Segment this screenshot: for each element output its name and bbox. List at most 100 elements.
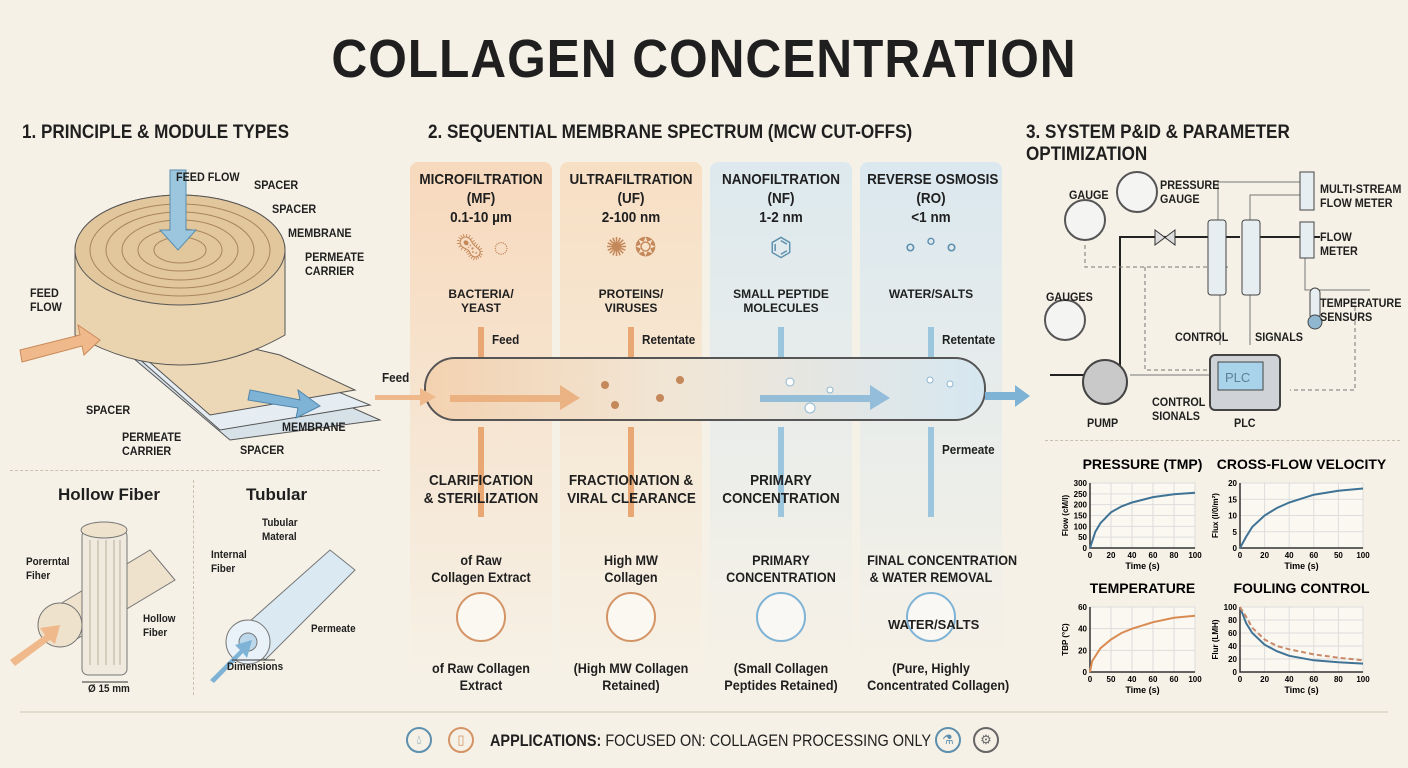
stage-range: <1 nm bbox=[911, 209, 951, 226]
x-tick-label: 0 bbox=[1088, 551, 1093, 560]
pid-control-signals-label: CONTROL SIONALS bbox=[1152, 395, 1206, 423]
stage-abbr: (RO) bbox=[916, 190, 946, 207]
label-internal-fiber: Internal Fiber bbox=[211, 549, 247, 575]
y-tick-label: 0 bbox=[1083, 668, 1088, 677]
pid-multi-stream-label: MULTI-STREAM FLOW METER bbox=[1320, 182, 1402, 210]
label-diameter: Ø 15 mm bbox=[88, 683, 130, 695]
series-line-solid bbox=[1239, 606, 1364, 665]
y-tick-label: 100 bbox=[1224, 603, 1238, 612]
y-tick-label: 0 bbox=[1233, 544, 1238, 553]
x-tick-label: 100 bbox=[1188, 551, 1202, 560]
label-spacer: SPACER bbox=[86, 403, 131, 417]
y-axis-label: TBP (°C) bbox=[1061, 623, 1070, 656]
y-tick-label: 20 bbox=[1078, 646, 1087, 655]
y-tick-label: 50 bbox=[1078, 533, 1087, 542]
pid-diagram bbox=[1044, 171, 1370, 411]
y-tick-label: 80 bbox=[1228, 616, 1237, 625]
chart-title: FOULING CONTROL bbox=[1233, 580, 1370, 596]
label-spacer: SPACER bbox=[254, 178, 299, 192]
y-axis-label: Flur (LMH) bbox=[1211, 619, 1220, 659]
stage-column-nf: NANOFILTRATION (NF) 1-2 nm ⌬ SMALL PEPTI… bbox=[710, 162, 852, 702]
section-title-principle: 1. PRINCIPLE & MODULE TYPES bbox=[22, 122, 289, 143]
stage-output: of Raw Collagen Extract bbox=[431, 552, 531, 585]
stage-abbr: (NF) bbox=[767, 190, 795, 207]
label-permeate: Permeate bbox=[311, 623, 356, 635]
y-tick-label: 60 bbox=[1228, 629, 1237, 638]
y-tick-label: 5 bbox=[1233, 528, 1238, 537]
x-tick-label: 100 bbox=[1188, 675, 1202, 684]
stage-purpose: CLARIFICATION & STERILIZATION bbox=[423, 472, 539, 507]
virus-icon: ✺ ❂ bbox=[605, 232, 657, 262]
stage-target: BACTERIA/ YEAST bbox=[448, 287, 514, 315]
pid-signals-label: SIGNALS bbox=[1255, 330, 1304, 344]
stage-abbr: (MF) bbox=[466, 190, 496, 207]
pid-gauge-label: GAUGE bbox=[1069, 188, 1109, 202]
y-axis-label: Flow (cM/l) bbox=[1061, 495, 1070, 537]
x-tick-label: 40 bbox=[1285, 675, 1294, 684]
y-tick-label: 40 bbox=[1228, 642, 1237, 651]
stage-range: 0.1-10 µm bbox=[450, 209, 512, 226]
stage-output: PRIMARY CONCENTRATION bbox=[726, 552, 836, 585]
molecule-gear-icon: ⚙ bbox=[973, 727, 999, 753]
stage-range: 2-100 nm bbox=[601, 209, 661, 226]
result-icon bbox=[456, 592, 506, 642]
x-tick-label: 0 bbox=[1238, 551, 1243, 560]
y-tick-label: 10 bbox=[1228, 512, 1237, 521]
y-tick-label: 0 bbox=[1083, 544, 1088, 553]
result-icon bbox=[906, 592, 956, 642]
x-tick-label: 20 bbox=[1260, 675, 1269, 684]
stage-target: WATER/SALTS bbox=[888, 287, 974, 301]
pipe-permeate-label: Permeate bbox=[942, 442, 995, 457]
y-tick-label: 60 bbox=[1078, 603, 1087, 612]
flow-line bbox=[628, 327, 634, 357]
label-spacer: SPACER bbox=[272, 202, 317, 216]
label-tubular-material: Tubular Materal bbox=[262, 517, 298, 543]
x-tick-label: 40 bbox=[1128, 551, 1137, 560]
stage-name: MICROFILTRATION bbox=[419, 171, 543, 188]
divider bbox=[10, 470, 380, 471]
pid-pump-label: PUMP bbox=[1087, 416, 1119, 430]
flask-icon: ⚗ bbox=[935, 727, 961, 753]
pid-flow-meter-label: FLOW METER bbox=[1320, 230, 1358, 258]
stage-name: REVERSE OSMOSIS bbox=[867, 171, 999, 188]
pipe-feed-label: Feed bbox=[382, 370, 410, 385]
stage-output: High MW Collagen bbox=[604, 552, 658, 585]
container-icon: ▯ bbox=[448, 727, 474, 753]
down-arrow-icon bbox=[478, 427, 484, 517]
footer-divider bbox=[20, 711, 1388, 713]
chart-title: PRESSURE (TMP) bbox=[1083, 456, 1203, 472]
bacteria-icon: 🦠︎ ◌ bbox=[453, 232, 509, 262]
y-tick-label: 20 bbox=[1228, 479, 1237, 488]
stage-column-mf: MICROFILTRATION (MF) 0.1-10 µm 🦠︎ ◌ BACT… bbox=[410, 162, 552, 702]
x-tick-label: 20 bbox=[1107, 551, 1116, 560]
label-membrane: MEMBRANE bbox=[282, 420, 346, 434]
spiral-wound-module-illustration bbox=[19, 169, 382, 441]
flow-line bbox=[478, 327, 484, 357]
section-title-spectrum: 2. SEQUENTIAL MEMBRANE SPECTRUM (MCW CUT… bbox=[428, 122, 913, 143]
stage-purpose: FRACTIONATION & VIRAL CLEARANCE bbox=[567, 472, 696, 507]
y-tick-label: 150 bbox=[1074, 512, 1088, 521]
stage-column-uf: ULTRAFILTRATION (UF) 2-100 nm ✺ ❂ PROTEI… bbox=[560, 162, 702, 702]
x-tick-label: 60 bbox=[1309, 551, 1318, 560]
plc-screen-text: PLC bbox=[1225, 370, 1251, 385]
y-tick-label: 40 bbox=[1078, 625, 1087, 634]
y-axis-label: Flux (l/0/m²) bbox=[1211, 493, 1220, 538]
stage-flow-label: Feed bbox=[492, 332, 520, 347]
molecule-icon: ⌬ bbox=[769, 232, 793, 262]
water-drop-icon: 💧︎ bbox=[406, 727, 432, 753]
section-title-pid: 3. SYSTEM P&ID & PARAMETER OPTIMIZATION bbox=[1026, 122, 1290, 165]
tubular-title: Tubular bbox=[246, 485, 308, 504]
applications-label: APPLICATIONS: bbox=[490, 731, 602, 750]
label-porental-fiber: Porerntal Fiher bbox=[26, 556, 70, 582]
x-axis-label: Time (s) bbox=[1125, 685, 1159, 695]
x-tick-label: 0 bbox=[1238, 675, 1243, 684]
label-dimensions: Dimensions bbox=[227, 661, 284, 673]
label-permeate-carrier: PERMEATE CARRIER bbox=[305, 250, 365, 278]
y-tick-label: 20 bbox=[1228, 655, 1237, 664]
x-tick-label: 50 bbox=[1107, 675, 1116, 684]
pid-gauges-label: GAUGES bbox=[1046, 290, 1093, 304]
